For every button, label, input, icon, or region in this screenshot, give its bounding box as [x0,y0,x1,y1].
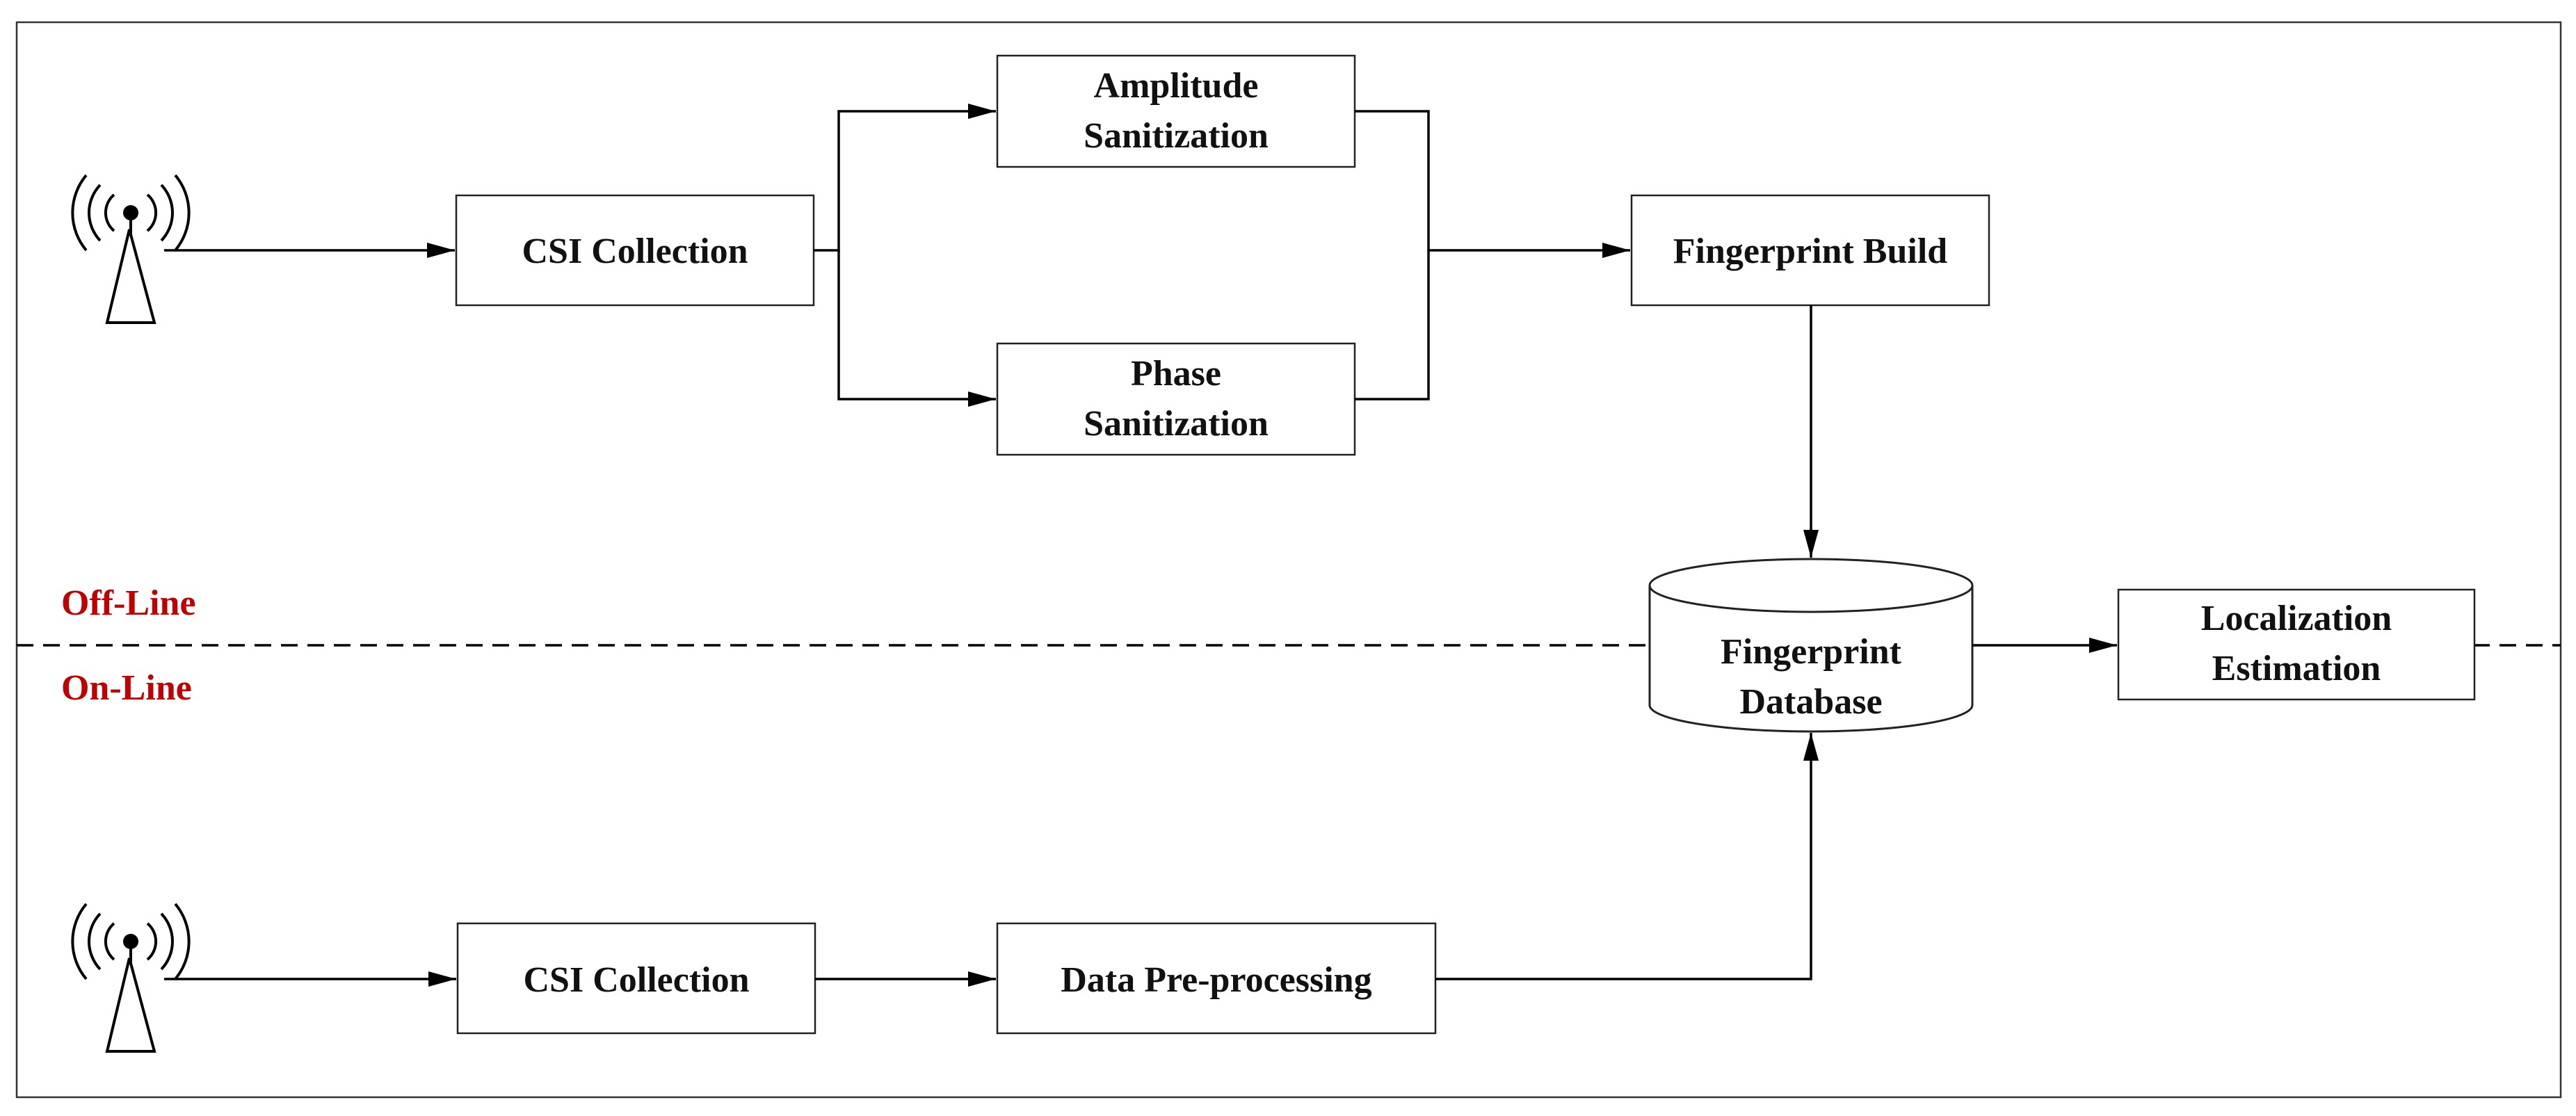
outer-frame [15,21,2562,1099]
localization-estimation-line1: Localization [2201,599,2392,638]
amplitude-sanitization-line1: Amplitude [1094,66,1259,106]
localization-estimation-box: Localization Estimation [2117,588,2476,701]
line-amplitude-to-merge [1355,110,1430,401]
phase-sanitization-box: Phase Sanitization [996,342,1356,456]
arrow-preprocessing-to-database [1435,733,1819,980]
amplitude-sanitization-line2: Sanitization [1084,116,1269,156]
localization-estimation-line2: Estimation [2212,649,2381,688]
arrow-csi-to-amplitude [814,104,996,252]
offline-csi-collection-box: CSI Collection [455,194,815,307]
arrow-csi-to-phase [837,250,996,407]
online-csi-collection-box: CSI Collection [456,922,816,1035]
offline-csi-collection-label: CSI Collection [522,232,748,271]
antenna-icon [71,174,191,324]
fingerprint-database-line1: Fingerprint [1721,632,1902,672]
fingerprint-build-box: Fingerprint Build [1630,194,1990,307]
online-csi-collection-label: CSI Collection [524,960,750,1000]
online-zone-label: On-Line [61,668,192,708]
data-preprocessing-label: Data Pre-processing [1061,960,1371,1000]
amplitude-sanitization-box: Amplitude Sanitization [996,54,1356,168]
phase-sanitization-line2: Sanitization [1084,404,1269,444]
fingerprint-database-line2: Database [1739,682,1882,722]
fingerprint-build-label: Fingerprint Build [1673,232,1947,271]
fingerprint-database-cylinder: Fingerprint Database [1648,558,1974,733]
phase-sanitization-line1: Phase [1131,354,1221,394]
antenna-icon [71,903,191,1053]
data-preprocessing-box: Data Pre-processing [996,922,1437,1035]
offline-zone-label: Off-Line [61,583,196,623]
